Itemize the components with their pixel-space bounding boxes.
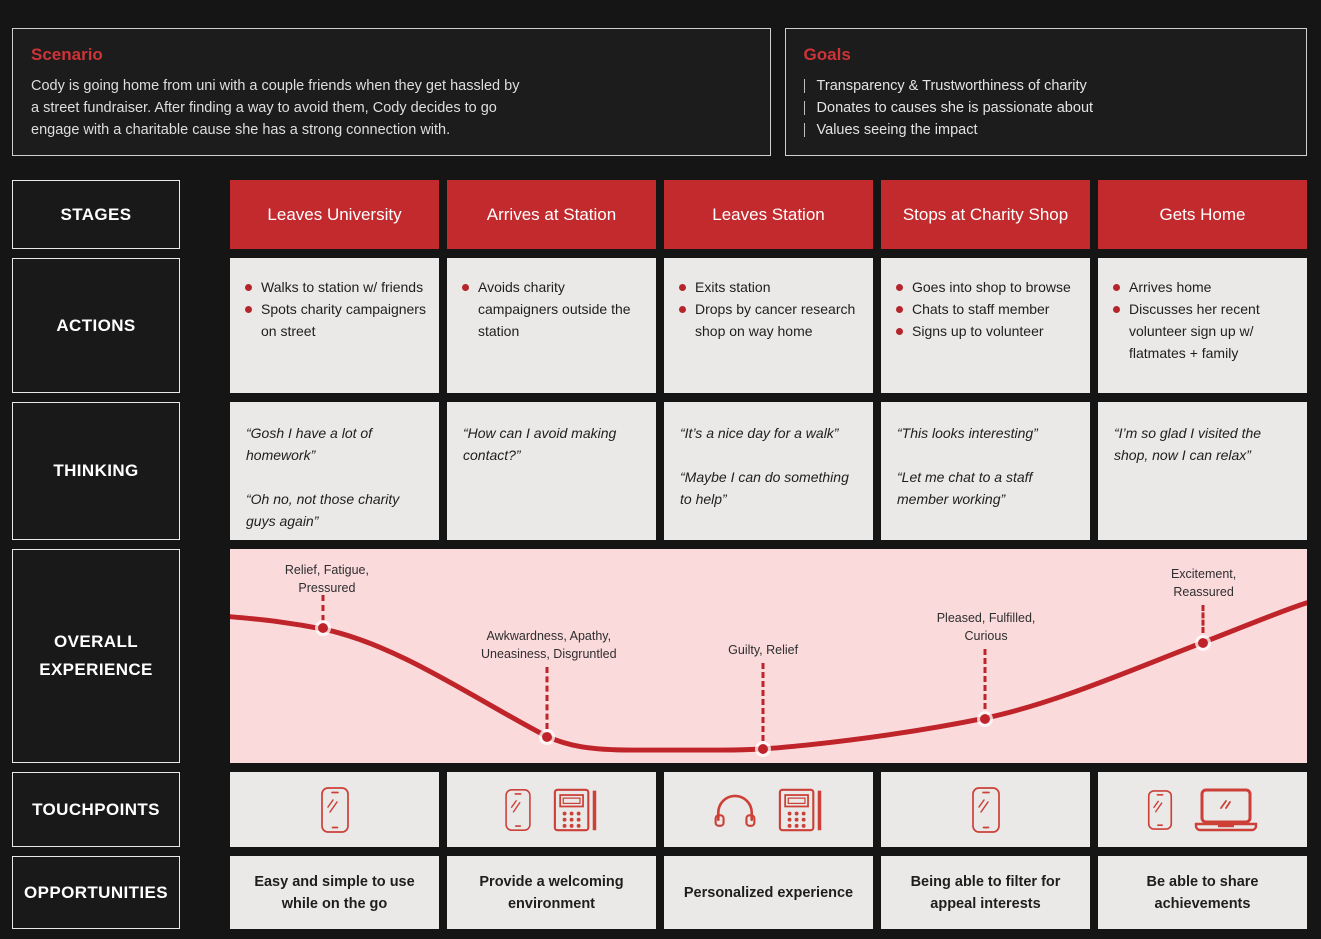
smartphone-icon (320, 786, 349, 833)
touchpoint-cell (1098, 772, 1307, 847)
goal-item: Donates to causes she is passionate abou… (803, 97, 1288, 119)
connector-line (545, 667, 549, 729)
opportunity-cell: Be able to share achievements (1098, 856, 1307, 929)
connector-line (761, 663, 765, 741)
touchpoint-cell (664, 772, 873, 847)
stage-header: Arrives at Station (447, 180, 656, 249)
goal-text: Values seeing the impact (816, 122, 978, 138)
row-label-opportunities: OPPORTUNITIES (12, 856, 180, 929)
action-item: Chats to staff member (895, 298, 1078, 320)
row-label-experience: OVERALL EXPERIENCE (12, 549, 180, 763)
emotion-label: Pleased, Fulfilled, Curious (936, 611, 1036, 643)
card-machine-icon (553, 788, 596, 831)
thinking-cell: “This looks interesting” “Let me chat to… (881, 402, 1090, 540)
scenario-body: Cody is going home from uni with a coupl… (31, 78, 520, 138)
thinking-quote: “Oh no, not those charity guys again” (246, 491, 400, 529)
emotion-dot (538, 729, 555, 745)
action-item: Signs up to volunteer (895, 320, 1078, 342)
emotion-dot (314, 620, 331, 636)
goal-item: Values seeing the impact (803, 119, 1288, 141)
top-row: Scenario Cody is going home from uni wit… (12, 28, 1307, 156)
actions-cell: Avoids charity campaigners outside the s… (447, 258, 656, 393)
opportunity-cell: Being able to filter for appeal interest… (881, 856, 1090, 929)
connector-line (983, 649, 987, 709)
goals-panel: Goals Transparency & Trustworthiness of … (784, 28, 1307, 156)
row-label-actions: ACTIONS (12, 258, 180, 393)
emotion-dot (976, 711, 993, 727)
emotion-dot (1194, 635, 1211, 651)
stage-header: Leaves University (230, 180, 439, 249)
goal-text: Donates to causes she is passionate abou… (816, 100, 1094, 116)
emotion-label: Relief, Fatigue, Pressured (284, 563, 369, 595)
thinking-quote: “Let me chat to a staff member working” (897, 469, 1033, 507)
opportunity-cell: Provide a welcoming environment (447, 856, 656, 929)
action-item: Goes into shop to browse (895, 276, 1078, 298)
action-item: Avoids charity campaigners outside the s… (461, 276, 644, 342)
stage-header: Leaves Station (664, 180, 873, 249)
goal-bar-icon (803, 101, 805, 115)
goal-item: Transparency & Trustworthiness of charit… (803, 75, 1288, 97)
smartphone-icon (1147, 789, 1172, 830)
actions-cell: Exits station Drops by cancer research s… (664, 258, 873, 393)
connector-line (321, 595, 325, 621)
thinking-cell: “Gosh I have a lot of homework” “Oh no, … (230, 402, 439, 540)
opportunity-cell: Easy and simple to use while on the go (230, 856, 439, 929)
thinking-cell: “It’s a nice day for a walk” “Maybe I ca… (664, 402, 873, 540)
stage-header: Gets Home (1098, 180, 1307, 249)
experience-curve (230, 600, 1307, 753)
row-label-thinking: THINKING (12, 402, 180, 540)
thinking-quote: “How can I avoid making contact?” (463, 425, 617, 463)
action-item: Spots charity campaigners on street (244, 298, 427, 342)
emotion-label: Awkwardness, Apathy, Uneasiness, Disgrun… (481, 629, 617, 661)
touchpoint-cell (447, 772, 656, 847)
scenario-panel: Scenario Cody is going home from uni wit… (12, 28, 771, 156)
goal-bar-icon (803, 79, 805, 93)
action-item: Exits station (678, 276, 861, 298)
emotion-dot (755, 741, 772, 757)
touchpoint-cell (881, 772, 1090, 847)
thinking-quote: “Gosh I have a lot of homework” (246, 425, 373, 463)
thinking-quote: “This looks interesting” (897, 425, 1038, 441)
thinking-cell: “I’m so glad I visited the shop, now I c… (1098, 402, 1307, 540)
thinking-cell: “How can I avoid making contact?” (447, 402, 656, 540)
emotion-label: Guilty, Relief (728, 643, 799, 657)
action-item: Walks to station w/ friends (244, 276, 427, 298)
journey-grid: STAGES Leaves University Arrives at Stat… (12, 180, 1307, 929)
thinking-quote: “Maybe I can do something to help” (680, 469, 849, 507)
opportunity-cell: Personalized experience (664, 856, 873, 929)
headphones-icon (714, 794, 755, 827)
card-machine-icon (778, 788, 821, 831)
action-item: Drops by cancer research shop on way hom… (678, 298, 861, 342)
actions-cell: Arrives home Discusses her recent volunt… (1098, 258, 1307, 393)
actions-cell: Goes into shop to browse Chats to staff … (881, 258, 1090, 393)
experience-band: Relief, Fatigue, Pressured Awkwardness, … (230, 549, 1307, 763)
actions-cell: Walks to station w/ friends Spots charit… (230, 258, 439, 393)
smartphone-icon (504, 788, 531, 831)
action-item: Discusses her recent volunteer sign up w… (1112, 298, 1295, 364)
row-label-touchpoints: TOUCHPOINTS (12, 772, 180, 847)
goal-bar-icon (803, 123, 805, 137)
thinking-quote: “It’s a nice day for a walk” (680, 425, 839, 441)
goals-title: Goals (803, 45, 851, 64)
emotion-label: Excitement, Reassured (1170, 567, 1237, 599)
laptop-icon (1194, 788, 1257, 831)
goal-text: Transparency & Trustworthiness of charit… (816, 78, 1087, 94)
thinking-quote: “I’m so glad I visited the shop, now I c… (1114, 425, 1262, 463)
smartphone-icon (971, 786, 1000, 833)
touchpoint-cell (230, 772, 439, 847)
stage-header: Stops at Charity Shop (881, 180, 1090, 249)
connector-line (1201, 605, 1205, 633)
row-label-stages: STAGES (12, 180, 180, 249)
scenario-title: Scenario (31, 45, 103, 64)
action-item: Arrives home (1112, 276, 1295, 298)
